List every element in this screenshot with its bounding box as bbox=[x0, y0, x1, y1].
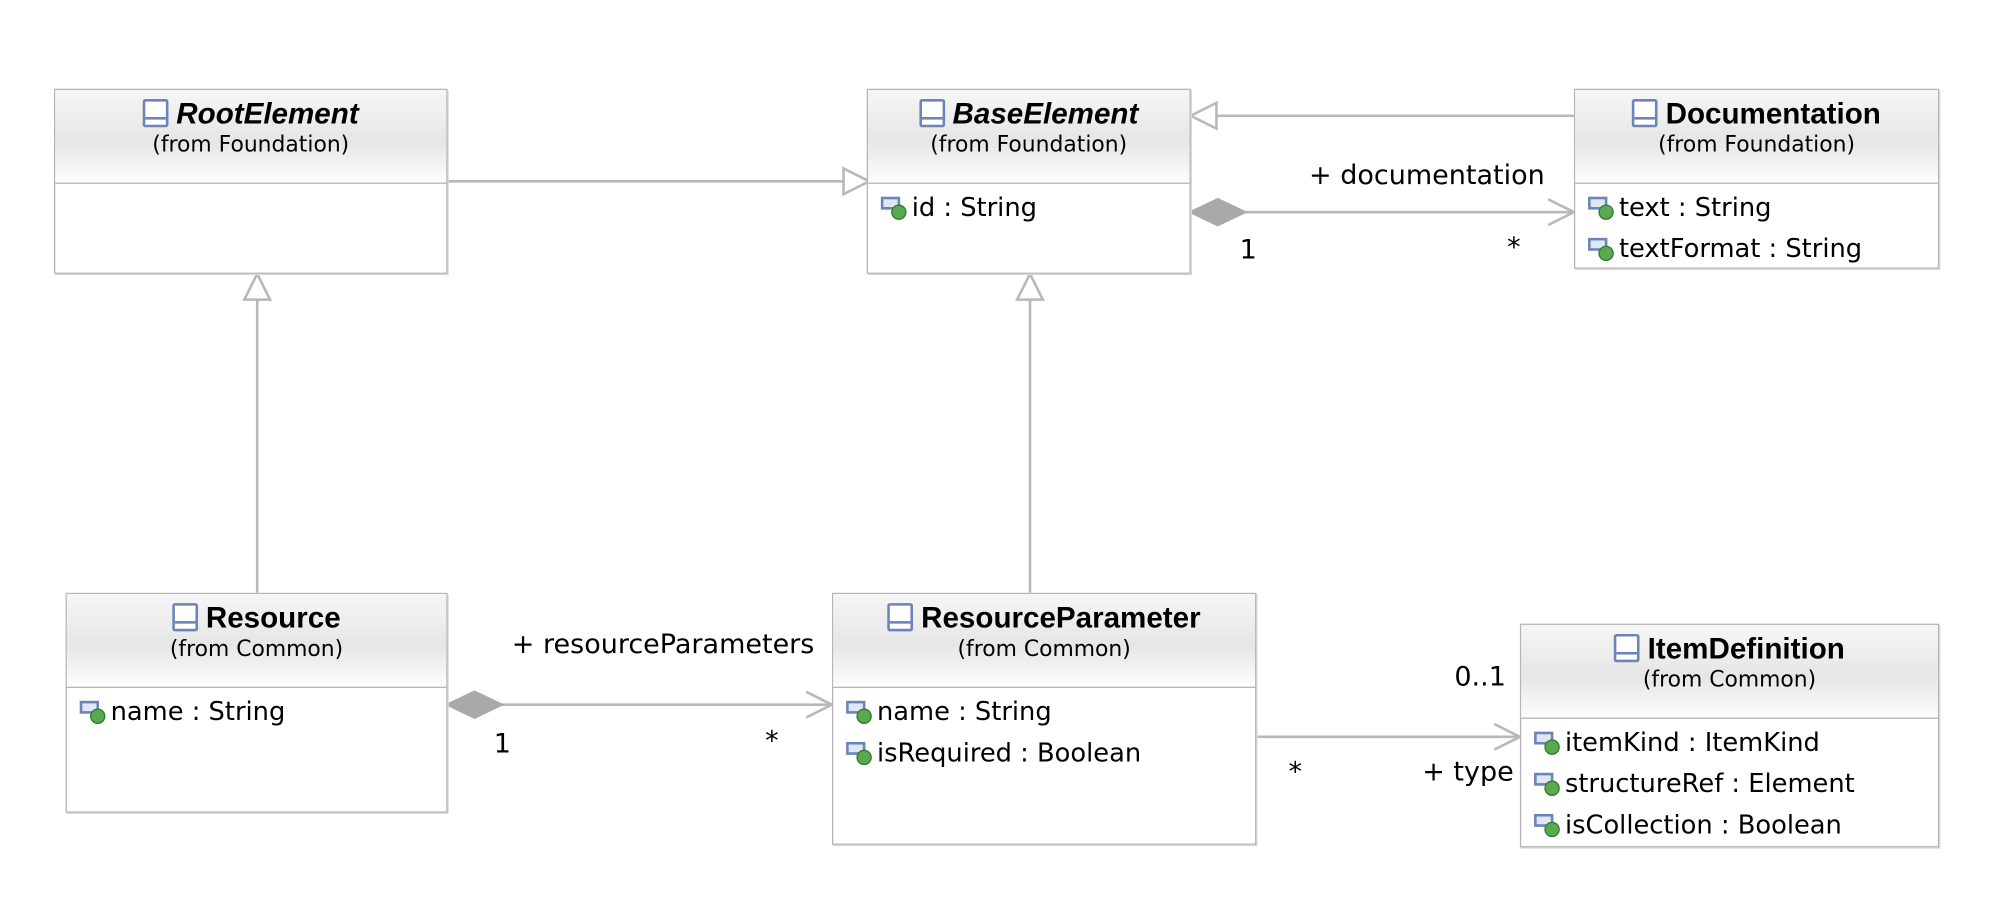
attribute-list: name : String bbox=[67, 688, 446, 732]
attribute-icon bbox=[846, 739, 874, 766]
role-label-documentation: + documentation bbox=[1309, 159, 1545, 191]
navigability-arrow bbox=[1547, 198, 1577, 227]
generalization-arrowhead bbox=[842, 166, 873, 197]
class-base-element[interactable]: BaseElement (from Foundation) id : Strin… bbox=[866, 88, 1191, 274]
attribute-text: name : String bbox=[110, 695, 286, 727]
attribute-text: name : String bbox=[876, 695, 1052, 727]
attribute-icon bbox=[79, 698, 108, 724]
navigability-arrow bbox=[1493, 722, 1523, 751]
attribute-icon bbox=[1534, 770, 1562, 796]
attribute-row[interactable]: isRequired : Boolean bbox=[846, 732, 1255, 773]
attribute-text: text : String bbox=[1618, 191, 1772, 223]
multiplicity-label: * bbox=[1288, 756, 1302, 787]
role-label-resource-parameters: + resourceParameters bbox=[511, 628, 815, 660]
attribute-row[interactable]: text : String bbox=[1588, 186, 1938, 227]
class-name: ResourceParameter bbox=[921, 599, 1201, 634]
composition-diamond bbox=[1187, 197, 1248, 227]
attribute-icon bbox=[1534, 811, 1562, 838]
attribute-list: text : String textFormat : String bbox=[1575, 184, 1938, 269]
class-resource[interactable]: Resource (from Common) name : String bbox=[65, 592, 448, 813]
composition-diamond bbox=[444, 690, 505, 719]
class-header: Resource (from Common) bbox=[66, 594, 447, 688]
class-icon bbox=[919, 99, 945, 128]
attribute-text: itemKind : ItemKind bbox=[1564, 726, 1820, 758]
attribute-row[interactable]: structureRef : Element bbox=[1534, 763, 1938, 804]
class-header: RootElement (from Foundation) bbox=[55, 90, 447, 184]
attribute-text: id : String bbox=[911, 191, 1037, 223]
class-package: (from Foundation) bbox=[1658, 132, 1855, 159]
class-name: BaseElement bbox=[952, 95, 1139, 130]
class-header: ItemDefinition (from Common) bbox=[1521, 624, 1938, 719]
attribute-icon bbox=[1534, 729, 1562, 755]
multiplicity-label: 0..1 bbox=[1454, 660, 1506, 692]
attribute-list: name : String isRequired : Boolean bbox=[833, 688, 1255, 773]
attribute-row[interactable]: isCollection : Boolean bbox=[1534, 804, 1938, 845]
attribute-icon bbox=[846, 698, 874, 724]
class-icon bbox=[887, 603, 914, 632]
class-package: (from Foundation) bbox=[930, 132, 1128, 159]
attribute-icon bbox=[880, 194, 909, 220]
class-header: ResourceParameter (from Common) bbox=[833, 594, 1256, 688]
class-package: (from Common) bbox=[169, 636, 344, 663]
class-icon bbox=[142, 99, 169, 128]
multiplicity-label: * bbox=[765, 725, 779, 757]
role-label-type: + type bbox=[1422, 756, 1514, 787]
generalization-arrowhead bbox=[1187, 100, 1218, 131]
class-root-element[interactable]: RootElement (from Foundation) bbox=[54, 88, 448, 274]
multiplicity-label: * bbox=[1507, 231, 1521, 263]
class-package: (from Common) bbox=[957, 636, 1131, 663]
class-name: Documentation bbox=[1665, 95, 1881, 130]
attribute-row[interactable]: textFormat : String bbox=[1588, 228, 1938, 269]
attribute-text: textFormat : String bbox=[1618, 232, 1863, 264]
class-name: Resource bbox=[205, 599, 341, 634]
class-icon bbox=[1632, 99, 1658, 128]
attribute-icon bbox=[1588, 194, 1616, 220]
attribute-text: isCollection : Boolean bbox=[1564, 808, 1842, 840]
multiplicity-label: 1 bbox=[493, 727, 511, 759]
generalization-arrowhead bbox=[242, 271, 273, 301]
class-header: Documentation (from Foundation) bbox=[1575, 90, 1938, 184]
class-icon bbox=[1614, 633, 1640, 663]
class-resource-parameter[interactable]: ResourceParameter (from Common) name : S… bbox=[831, 592, 1257, 845]
attribute-row[interactable]: name : String bbox=[79, 691, 446, 732]
attribute-row[interactable]: name : String bbox=[846, 691, 1255, 732]
class-icon bbox=[172, 603, 199, 632]
class-documentation[interactable]: Documentation (from Foundation) text : S… bbox=[1573, 88, 1940, 269]
attribute-list: itemKind : ItemKind structureRef : Eleme… bbox=[1521, 719, 1938, 845]
class-package: (from Foundation) bbox=[152, 132, 350, 159]
attribute-list: id : String bbox=[868, 184, 1189, 228]
attribute-text: structureRef : Element bbox=[1564, 767, 1855, 799]
class-item-definition[interactable]: ItemDefinition (from Common) itemKind : … bbox=[1519, 623, 1940, 848]
attribute-row[interactable]: itemKind : ItemKind bbox=[1534, 721, 1938, 762]
class-package: (from Common) bbox=[1642, 667, 1817, 694]
class-name: ItemDefinition bbox=[1647, 630, 1845, 665]
multiplicity-label: 1 bbox=[1239, 234, 1257, 265]
attribute-icon bbox=[1588, 235, 1616, 262]
class-header: BaseElement (from Foundation) bbox=[867, 90, 1190, 184]
attribute-row[interactable]: id : String bbox=[880, 186, 1190, 227]
class-name: RootElement bbox=[176, 95, 359, 130]
generalization-arrowhead bbox=[1015, 271, 1045, 301]
attribute-text: isRequired : Boolean bbox=[876, 736, 1142, 768]
